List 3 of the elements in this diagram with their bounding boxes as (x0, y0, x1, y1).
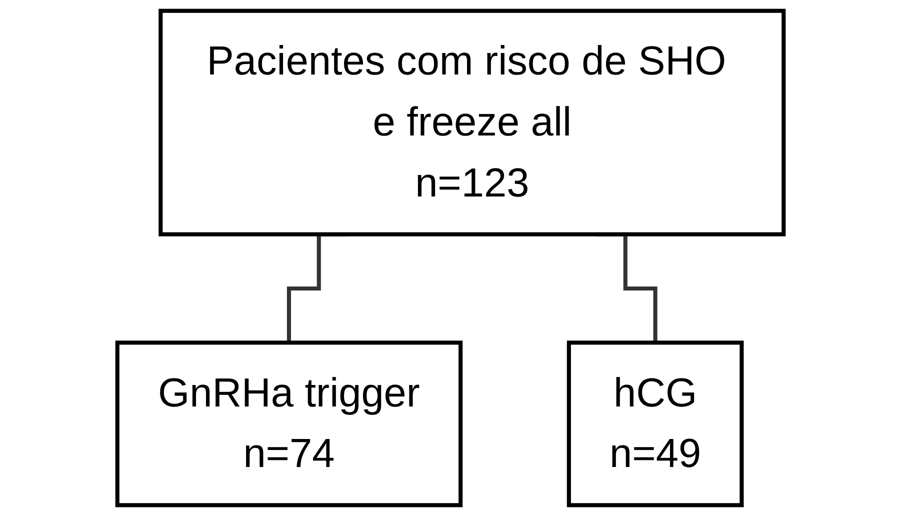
node-box (566, 340, 744, 508)
node-box (158, 8, 786, 236)
node-box (115, 340, 463, 508)
